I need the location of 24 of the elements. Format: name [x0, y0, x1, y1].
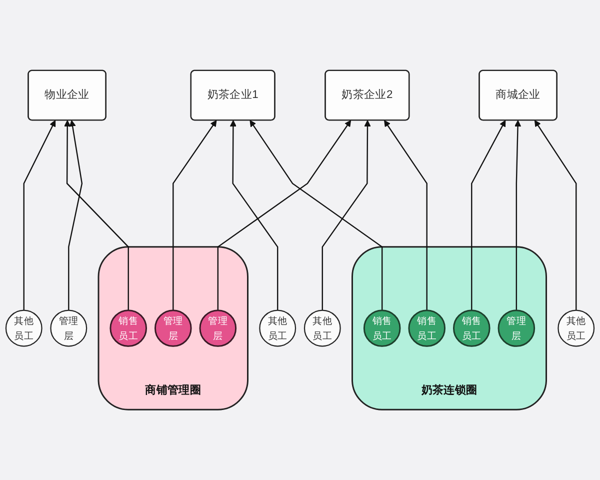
node-circle: 管理层 — [199, 310, 237, 347]
arrow — [217, 120, 352, 310]
arrow — [172, 120, 217, 310]
arrow — [322, 120, 371, 310]
arrow — [64, 120, 129, 310]
arrow — [384, 120, 428, 310]
node-circle: 销售员工 — [408, 310, 446, 347]
node-circle: 其他员工 — [304, 310, 341, 347]
node-circle: 其他员工 — [259, 310, 296, 347]
arrow — [514, 120, 522, 310]
arrow — [68, 120, 83, 310]
node-circle: 销售员工 — [110, 310, 148, 347]
arrow — [534, 120, 577, 310]
arrow — [471, 120, 506, 310]
arrow — [230, 120, 278, 310]
node-circle: 管理层 — [498, 310, 536, 347]
node-circle: 销售员工 — [363, 310, 401, 347]
node-circle: 其他员工 — [5, 310, 42, 347]
arrow — [23, 120, 56, 310]
arrow — [250, 120, 383, 310]
node-circle: 销售员工 — [452, 310, 490, 347]
node-circle: 管理层 — [154, 310, 192, 347]
node-circle: 其他员工 — [558, 310, 595, 347]
node-circle: 管理层 — [50, 310, 88, 347]
